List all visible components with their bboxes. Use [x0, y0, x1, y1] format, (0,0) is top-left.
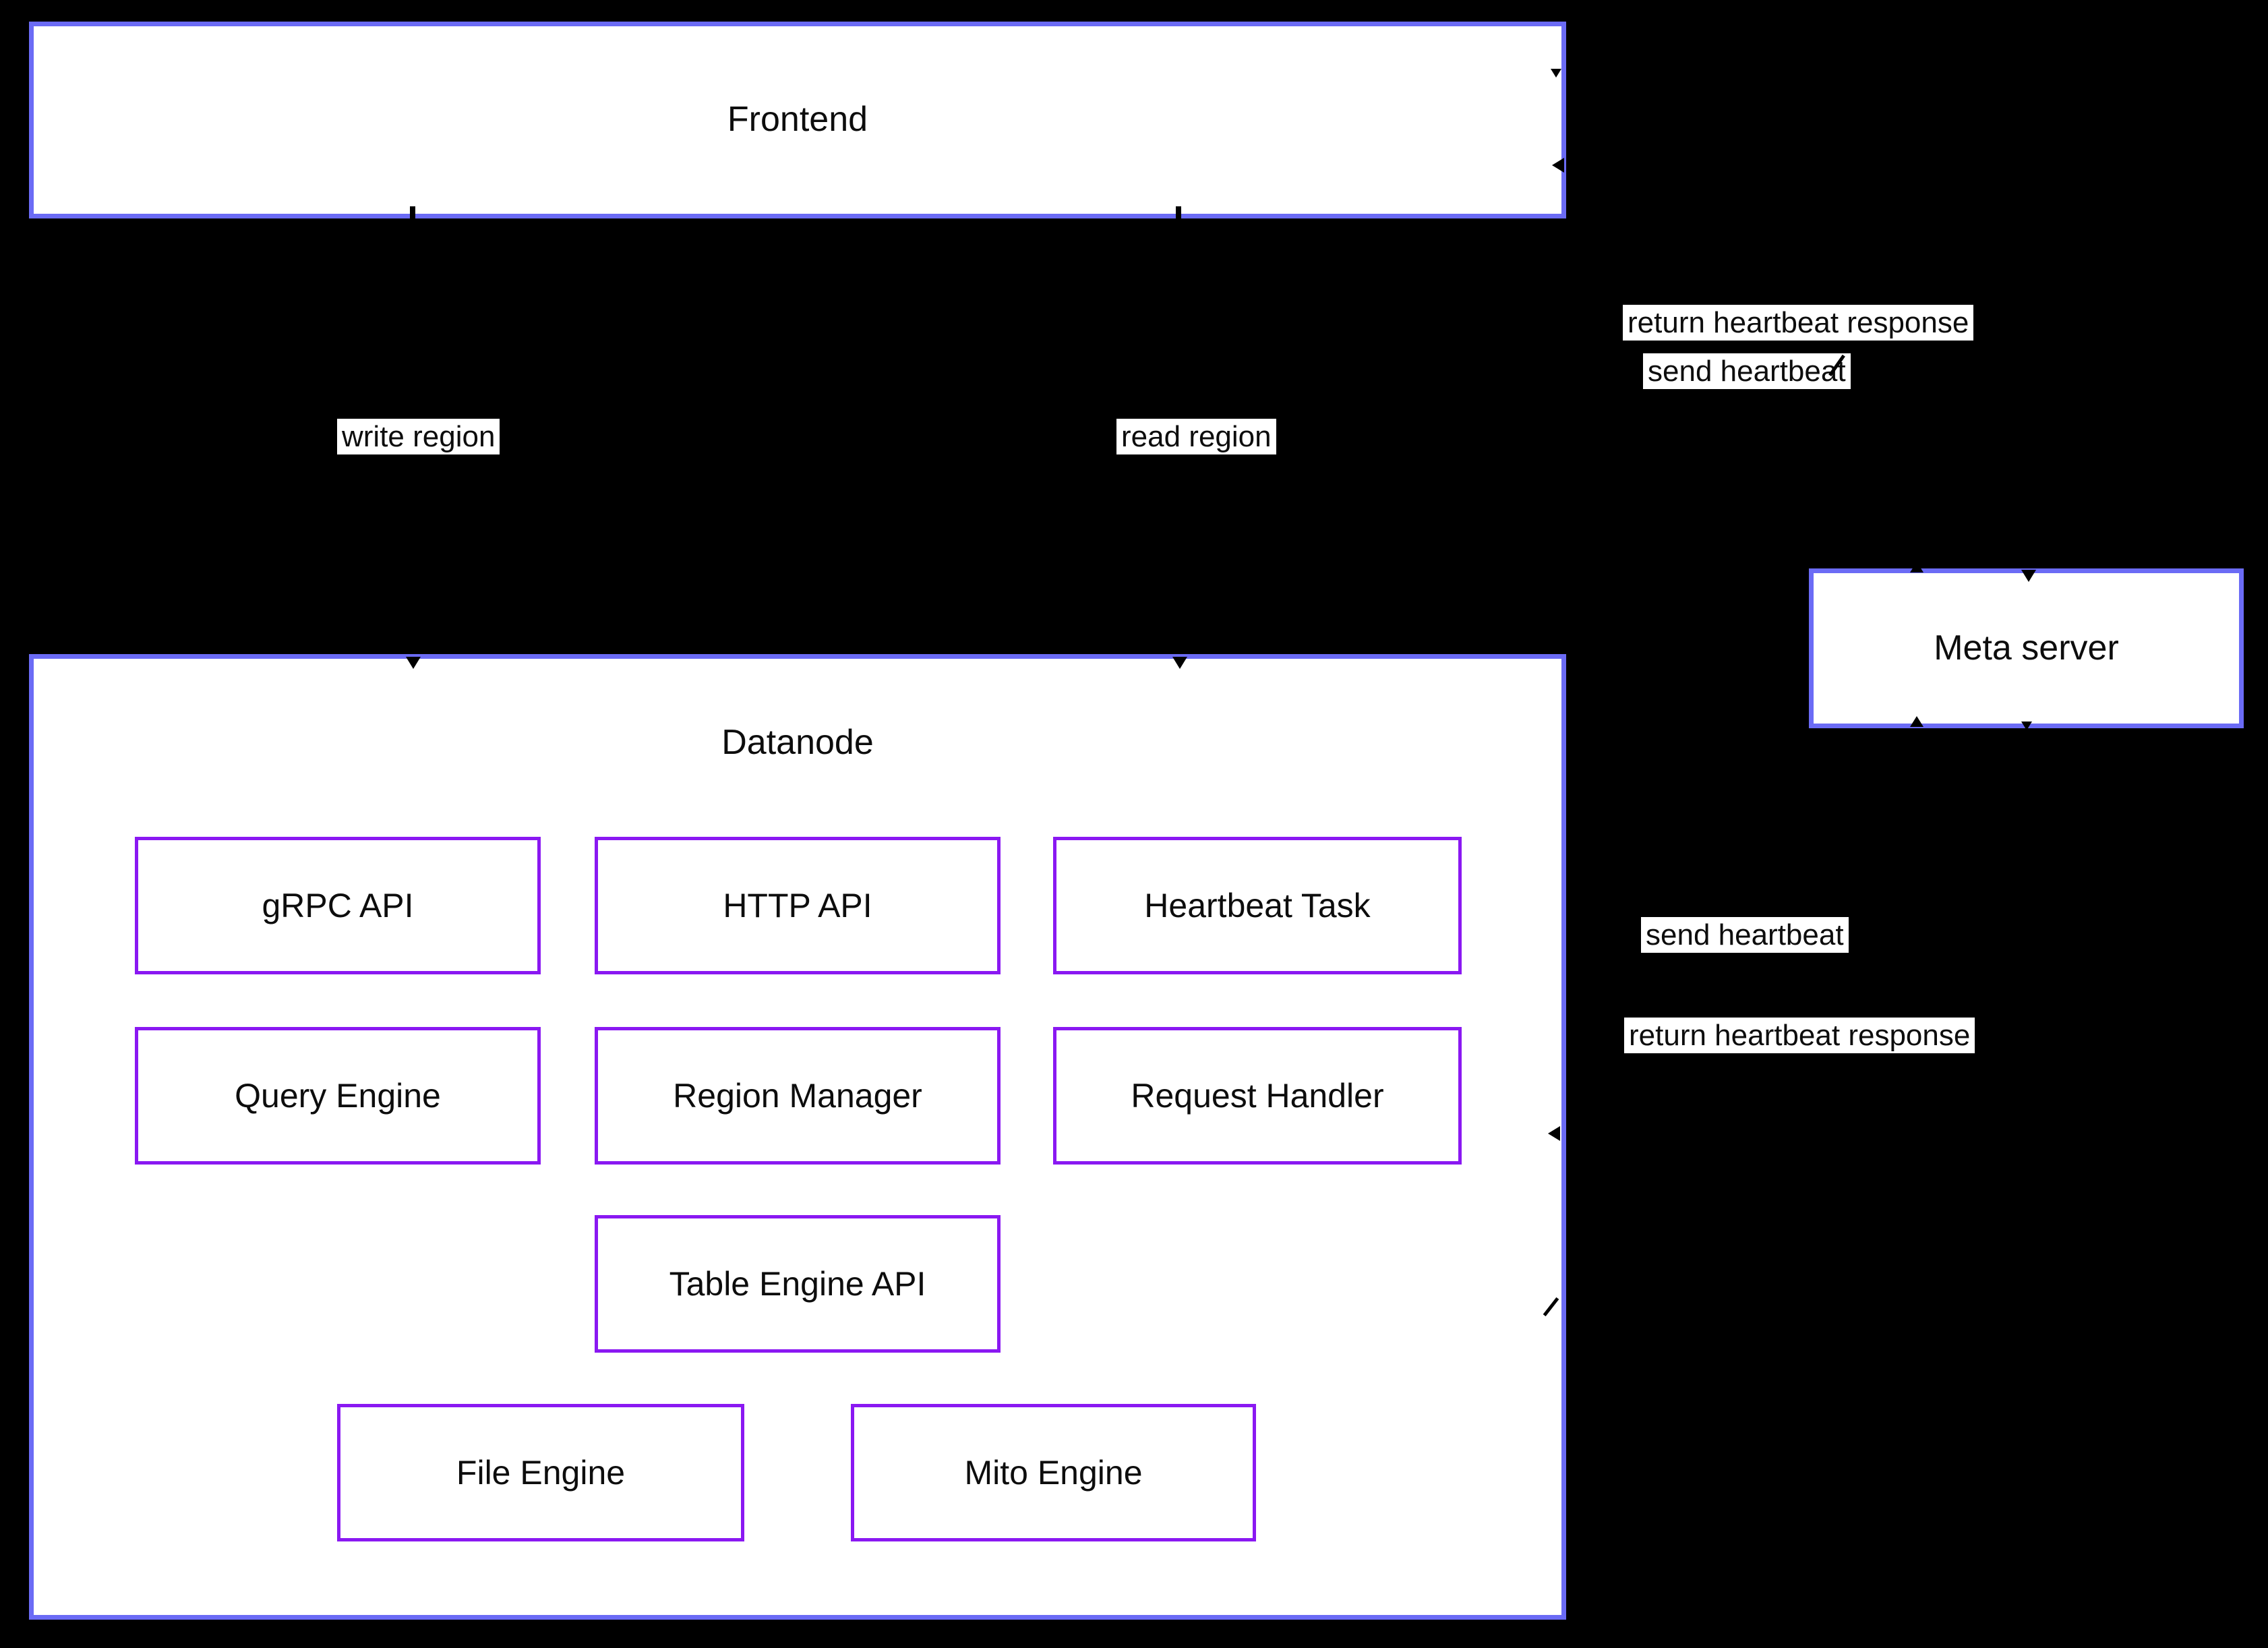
line-start-return-heartbeat-meta-bottom-icon [2021, 722, 2032, 730]
frontend-meta-return-heartbeat-label: return heartbeat response [1623, 305, 1974, 341]
http-api-label: HTTP API [723, 887, 872, 924]
arrowhead-return-heartbeat-datanode-icon [1548, 1126, 1560, 1141]
line-stub-read-region [1176, 206, 1181, 221]
arrowhead-send-heartbeat-meta-top-icon [2021, 570, 2036, 582]
grpc-api-label: gRPC API [262, 887, 414, 924]
datanode-meta-return-heartbeat-label: return heartbeat response [1624, 1018, 1975, 1054]
frontend-label: Frontend [727, 100, 868, 140]
write-region-edge-label: write region [337, 419, 500, 455]
grpc-api-box: gRPC API [135, 837, 541, 974]
datanode-meta-send-heartbeat-label: send heartbeat [1641, 917, 1849, 953]
table-engine-api-label: Table Engine API [669, 1265, 926, 1303]
mito-engine-label: Mito Engine [964, 1454, 1143, 1492]
file-engine-label: File Engine [456, 1454, 626, 1492]
query-engine-box: Query Engine [135, 1027, 541, 1165]
region-manager-box: Region Manager [595, 1027, 1001, 1165]
query-engine-label: Query Engine [235, 1077, 441, 1115]
http-api-box: HTTP API [595, 837, 1001, 974]
file-engine-box: File Engine [337, 1404, 744, 1541]
line-notch-frontend-right-icon [1551, 69, 1561, 78]
arrowhead-return-heartbeat-frontend-icon [1552, 158, 1564, 173]
mito-engine-box: Mito Engine [851, 1404, 1256, 1541]
read-region-edge-label: read region [1116, 419, 1276, 455]
region-manager-label: Region Manager [673, 1077, 922, 1115]
datanode-label: Datanode [721, 723, 874, 762]
heartbeat-task-label: Heartbeat Task [1144, 887, 1371, 924]
table-engine-api-box: Table Engine API [595, 1215, 1001, 1353]
arrowhead-send-heartbeat-meta-bottom-icon [1910, 716, 1923, 727]
line-start-return-heartbeat-meta-top-icon [1910, 562, 1923, 572]
frontend-node: Frontend [29, 22, 1566, 218]
arrowhead-read-region-icon [1172, 657, 1187, 669]
request-handler-box: Request Handler [1053, 1027, 1462, 1165]
request-handler-label: Request Handler [1131, 1077, 1384, 1115]
meta-server-node: Meta server [1809, 568, 2244, 728]
heartbeat-task-box: Heartbeat Task [1053, 837, 1462, 974]
meta-server-label: Meta server [1934, 628, 2119, 668]
frontend-meta-send-heartbeat-label: send heartbeat [1643, 353, 1851, 390]
arrowhead-write-region-icon [406, 657, 421, 669]
line-stub-write-region [410, 206, 415, 221]
